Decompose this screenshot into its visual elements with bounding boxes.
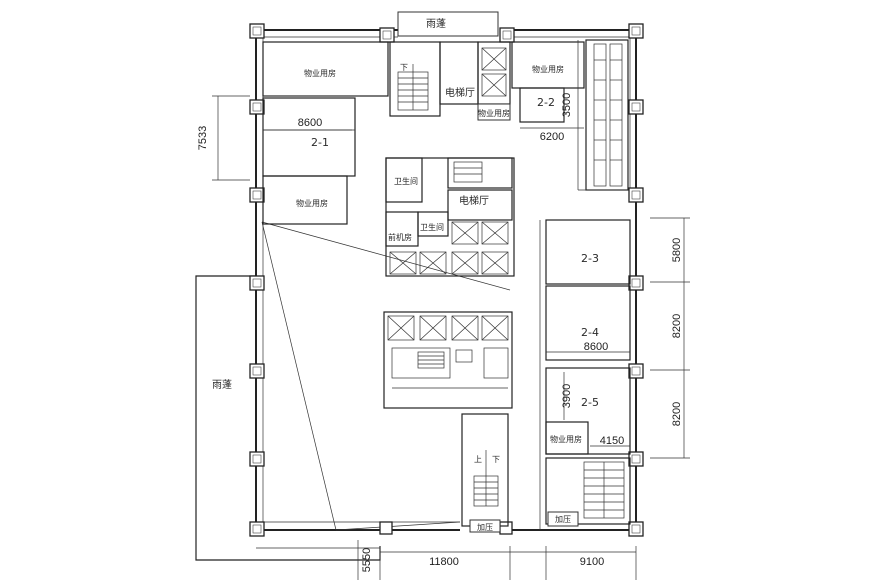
unit-2-2-label: 2-2 [537,96,555,109]
room-property-top-left-label: 物业用房 [304,68,336,78]
dim-9100: 9100 [580,556,604,568]
stair-bottom [461,413,509,533]
room-property-top-right-label: 物业用房 [532,64,564,74]
stair-bottom-label: 加压 [477,522,493,532]
central-core [385,157,515,277]
dim-7533: 7533 [197,126,209,150]
dim-8200-b: 8200 [671,402,683,426]
elevators-lower-row [387,315,509,341]
dim-8600-top: 8600 [298,117,322,129]
dim-4150: 4150 [600,435,624,447]
dim-3500: 3500 [561,93,573,117]
stair-down-b-label: 下 [492,455,500,464]
lower-core [383,311,513,409]
elevators-upper-row [389,221,509,275]
dimension-lines [212,88,690,580]
room-property-left [262,175,348,225]
room-property-bottom-right-label: 物业用房 [550,434,582,444]
dim-3900: 3900 [561,384,573,408]
stair-bottom-right [545,457,631,527]
dim-5800: 5800 [671,238,683,262]
escalator [577,39,629,191]
right-units [539,219,631,530]
small-label-left-core: 前机房 [388,232,412,242]
room-property-top-left [262,41,389,97]
canopy-left-label: 雨蓬 [212,379,232,391]
dim-8600-mid: 8600 [584,341,608,353]
elevator-hall-top-label: 电梯厅 [445,86,475,99]
dim-8200-a: 8200 [671,314,683,338]
room-property-top-right [511,41,585,123]
unit-2-4-label: 2-4 [581,326,599,339]
unit-2-1 [262,97,356,177]
room-property-left-label: 物业用房 [296,198,328,208]
stair-core-top [389,41,511,121]
dim-5550: 5550 [361,548,373,572]
restroom-b-label: 卫生间 [420,222,444,232]
stair-bottom-right-label: 加压 [555,514,571,524]
dim-6200: 6200 [540,131,564,143]
unit-2-5-label: 2-5 [581,396,599,409]
canopy-top-label: 雨蓬 [426,18,446,30]
elevator-hall-mid-label: 电梯厅 [459,194,489,207]
small-label-top: 物业用房 [478,108,510,118]
unit-2-1-label: 2-1 [311,136,329,149]
unit-2-3-label: 2-3 [581,252,599,265]
dim-11800: 11800 [429,556,459,568]
restroom-a-label: 卫生间 [394,176,418,186]
structural-columns [249,23,644,537]
stair-up-a-label: 下 [400,63,408,72]
stair-up-b-label: 上 [474,455,482,464]
